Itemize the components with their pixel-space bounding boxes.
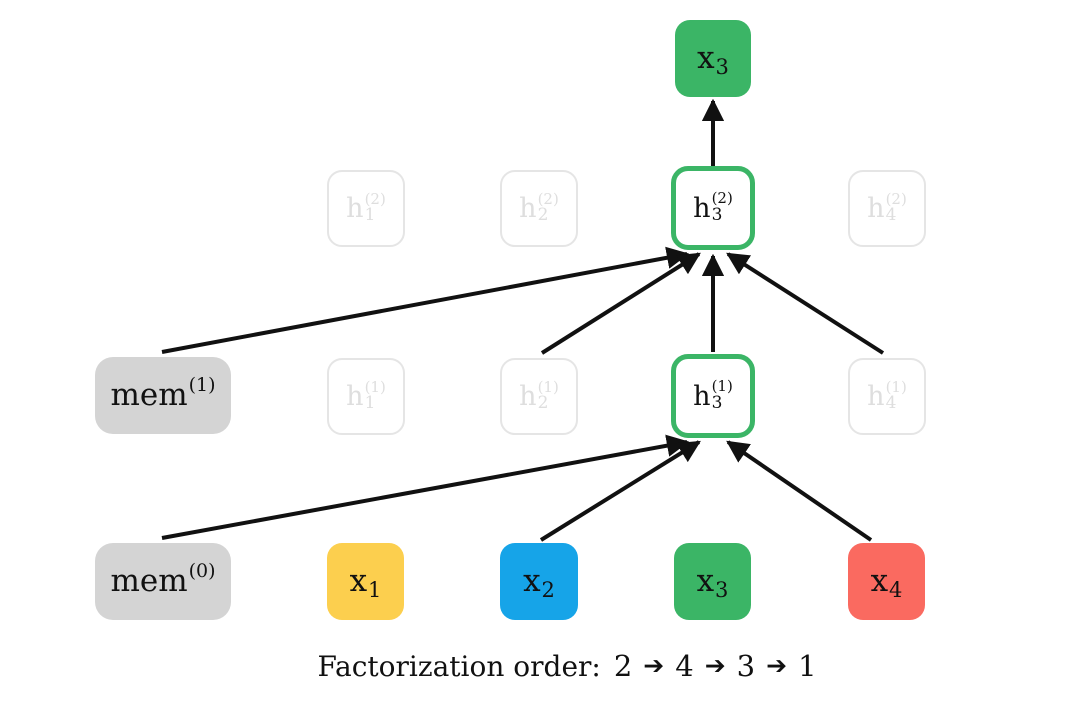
node-h2-layer2: h(2)2 [500,170,578,247]
caption-prefix: Factorization order: [317,649,601,683]
edge-h4-layer1-to-h3-layer2 [726,252,885,355]
node-label: h(2)4 [867,189,907,226]
node-label: h(1)2 [519,377,559,414]
node-label: h(2)2 [519,189,559,226]
node-label: h(1)3 [693,377,733,413]
node-label: h(1)1 [346,377,386,414]
caption-order-number: 2 [613,649,633,683]
node-label: h(2)3 [693,189,733,225]
node-h4-layer2: h(2)4 [848,170,926,247]
caption-arrow-icon: ➔ [704,650,726,680]
edge-x4-to-h3-layer1 [726,440,873,542]
caption-order-number: 4 [675,649,694,683]
edge-x2-to-h3-layer1 [539,440,701,542]
caption-order-number: 1 [798,649,817,683]
node-h3-layer1: h(1)3 [671,354,755,438]
node-mem0: mem(0) [95,543,231,620]
node-label: mem(1) [110,373,216,413]
caption-order-number: 3 [736,649,756,683]
node-h2-layer1: h(1)2 [500,358,578,435]
caption-order: 2 ➔ 4 ➔ 3 ➔ 1 [614,649,817,683]
node-mem1: mem(1) [95,357,231,434]
caption-arrow-icon: ➔ [643,650,665,680]
node-label: h(1)4 [867,377,907,414]
node-h3-layer2: h(2)3 [671,166,755,250]
edge-mem0-to-h3-layer1 [161,434,690,540]
caption: Factorization order: 2 ➔ 4 ➔ 3 ➔ 1 [317,649,816,683]
node-label: h(2)1 [346,189,386,226]
node-h1-layer2: h(2)1 [327,170,405,247]
node-h1-layer1: h(1)1 [327,358,405,435]
node-label: mem(0) [110,559,216,599]
caption-arrow-icon: ➔ [766,650,788,680]
edge-h2-layer1-to-h3-layer2 [540,252,701,355]
edge-mem1-to-h3-layer2 [161,246,690,354]
node-h4-layer1: h(1)4 [848,358,926,435]
